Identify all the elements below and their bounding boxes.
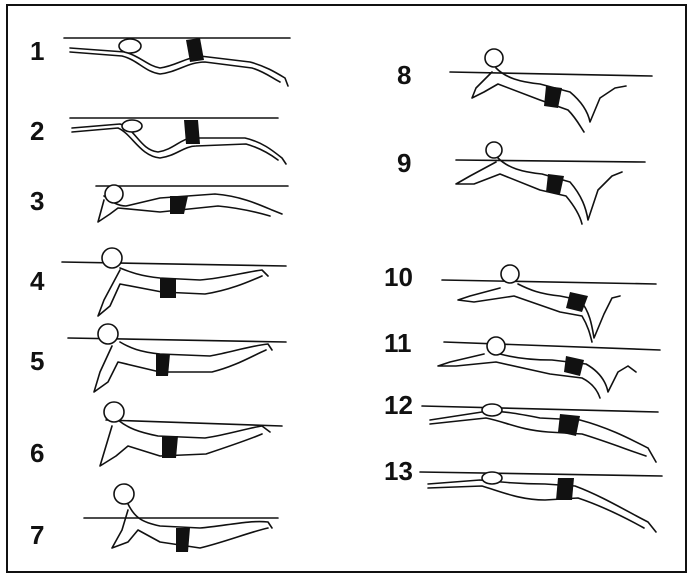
swimmer-figure-8 bbox=[450, 49, 652, 132]
swimmer-figure-3 bbox=[96, 185, 288, 222]
swimmer-figure-7 bbox=[84, 484, 278, 552]
water-line-12 bbox=[422, 406, 658, 412]
water-line-8 bbox=[450, 72, 652, 76]
swimmer-figure-13 bbox=[420, 472, 662, 532]
swimmer-figure-2 bbox=[70, 118, 286, 164]
swimmer-figure-5 bbox=[68, 324, 286, 392]
water-line-10 bbox=[442, 280, 656, 284]
swimmer-figure-9 bbox=[456, 142, 645, 224]
water-line-9 bbox=[456, 160, 645, 162]
water-line-4 bbox=[62, 262, 286, 266]
swimmer-figure-11 bbox=[438, 337, 660, 398]
swimmer-figure-10 bbox=[442, 265, 656, 342]
swimmer-figure-6 bbox=[100, 402, 282, 466]
swimmer-figure-12 bbox=[422, 404, 658, 462]
swimmer-figure-4 bbox=[62, 248, 286, 316]
water-line-6 bbox=[106, 420, 282, 426]
swimmer-figure-1 bbox=[64, 38, 290, 86]
water-line-13 bbox=[420, 472, 662, 476]
water-line-11 bbox=[444, 342, 660, 350]
